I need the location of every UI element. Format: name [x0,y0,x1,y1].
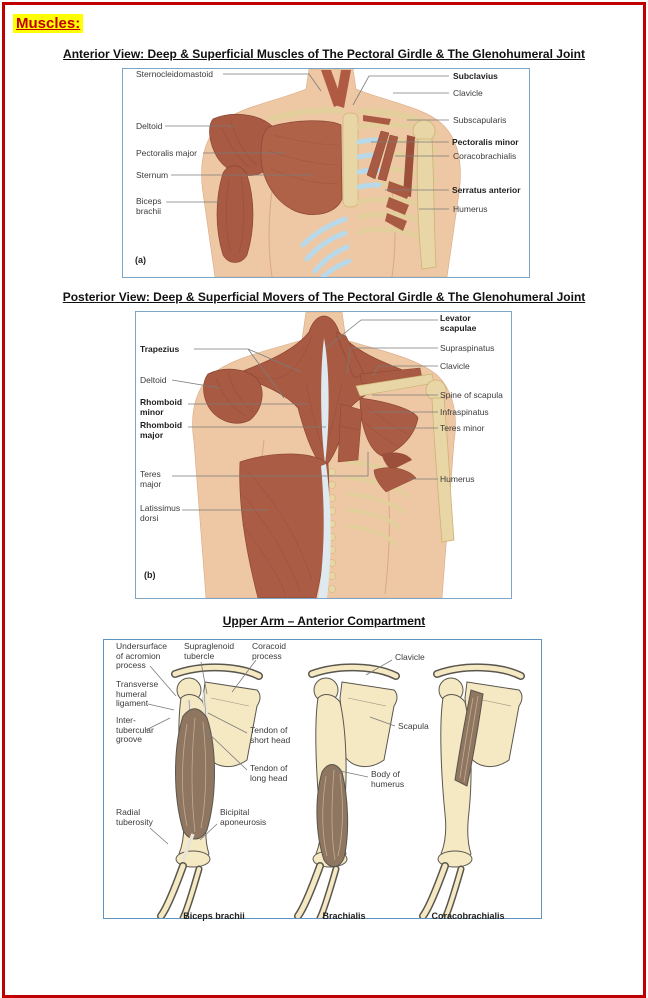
label-body-of-humerus: Body of humerus [371,769,405,789]
label-subscapularis: Subscapularis [453,115,507,125]
figure-anterior-view: Sternocleidomastoid Deltoid Pectoralis m… [122,68,530,278]
label-sternocleidomastoid: Sternocleidomastoid [136,69,214,79]
label-pectoralis-minor: Pectoralis minor [452,137,519,147]
label-supraglenoid-tubercle: Supraglenoid tubercle [184,641,235,661]
label-teres-minor: Teres minor [440,423,485,433]
label-subclavius: Subclavius [453,71,498,81]
posterior-torso-illustration [171,312,456,598]
label-clavicle: Clavicle [395,652,425,662]
label-coracobrachialis: Coracobrachialis [453,151,517,161]
upper-arm-illustration [145,659,541,918]
caption-coracobrachialis: Coracobrachialis [431,911,505,921]
leader-lines [171,319,438,511]
label-rhomboid-major: Rhomboid major [140,420,183,440]
label-transverse-humeral-ligament: Transverse humeral ligament [116,679,159,709]
page-title: Muscles: [13,14,84,33]
caption-brachialis: Brachialis [322,911,366,921]
label-sternum: Sternum [136,170,169,180]
caption-biceps-brachii: Biceps brachii [183,911,245,921]
label-supraspinatus: Supraspinatus [440,343,495,353]
label-teres-major: Teres major [140,469,162,489]
label-spine-of-scapula: Spine of scapula [440,390,503,400]
label-biceps-brachii: Biceps brachii [136,196,162,216]
figure-posterior-view: Trapezius Deltoid Rhomboid minor Rhomboi… [135,311,512,599]
label-infraspinatus: Infraspinatus [440,407,489,417]
label-rhomboid-minor: Rhomboid minor [140,397,183,417]
label-coracoid-process: Coracoid process [252,641,287,661]
anterior-torso-illustration [165,69,461,277]
label-tendon-long-head: Tendon of long head [250,763,288,783]
label-latissimus-dorsi: Latissimus dorsi [140,503,181,523]
label-serratus-anterior: Serratus anterior [452,185,521,195]
panel-letter-b: (b) [144,570,156,580]
label-radial-tuberosity: Radial tuberosity [116,807,153,827]
leader-lines [165,73,449,210]
label-clavicle: Clavicle [440,361,470,371]
leader-lines [145,659,396,845]
label-deltoid: Deltoid [136,121,163,131]
section-title-posterior-view: Posterior View: Deep & Superficial Mover… [62,290,586,304]
label-pectoralis-major: Pectoralis major [136,148,197,158]
label-humerus: Humerus [440,474,475,484]
panel-letter-a: (a) [135,255,146,265]
label-clavicle: Clavicle [453,88,483,98]
label-humerus: Humerus [453,204,488,214]
figure-upper-arm: Undersurface of acromion process Supragl… [103,639,542,921]
label-deltoid: Deltoid [140,375,167,385]
label-undersurface-acromion: Undersurface of acromion process [116,641,168,671]
label-bicipital-aponeurosis: Bicipital aponeurosis [220,807,267,827]
section-title-anterior-view: Anterior View: Deep & Superficial Muscle… [63,47,585,61]
label-levator-scapulae: Levator scapulae [440,313,477,333]
label-scapula: Scapula [398,721,429,731]
label-intertubercular-groove: Inter- tubercular groove [116,715,154,745]
section-title-upper-arm: Upper Arm – Anterior Compartment [222,614,426,628]
label-trapezius: Trapezius [140,344,180,354]
label-tendon-short-head: Tendon of short head [250,725,291,745]
